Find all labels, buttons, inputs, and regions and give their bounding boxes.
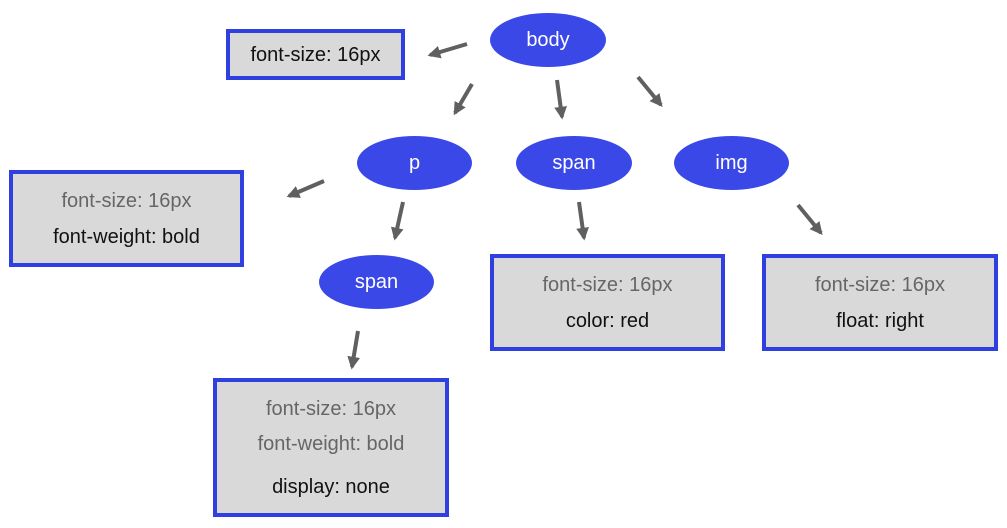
style-line: color: red xyxy=(565,309,650,332)
node-img: img xyxy=(674,136,789,190)
node-child-span: span xyxy=(319,255,434,309)
style-box-img: font-size: 16px float: right xyxy=(762,254,998,351)
inherited-style-line: font-size: 16px xyxy=(61,189,192,212)
arrow-body-to-span xyxy=(554,79,567,120)
style-line: font-size: 16px xyxy=(250,43,381,66)
style-line: font-weight: bold xyxy=(53,225,200,248)
style-box-p: font-size: 16px font-weight: bold xyxy=(9,170,244,267)
style-box-child-span: font-size: 16px font-weight: bold displa… xyxy=(213,378,449,517)
arrow-child-span-to-style xyxy=(347,330,360,370)
arrow-img-to-style xyxy=(796,203,823,235)
arrow-body-to-img xyxy=(636,75,663,107)
inherited-style-line: font-size: 16px xyxy=(814,273,946,296)
node-p: p xyxy=(357,136,472,190)
arrow-p-to-span xyxy=(390,201,405,241)
style-box-body: font-size: 16px xyxy=(226,29,405,80)
inherited-style-line: font-size: 16px xyxy=(265,397,397,420)
arrow-body-to-style xyxy=(427,42,468,59)
node-body: body xyxy=(490,13,606,67)
inherited-style-line: font-weight: bold xyxy=(257,432,405,455)
style-box-span: font-size: 16px color: red xyxy=(490,254,725,351)
inherited-style-line: font-size: 16px xyxy=(542,273,673,296)
arrow-body-to-p xyxy=(453,82,474,116)
arrow-span-to-style xyxy=(576,201,589,241)
node-span: span xyxy=(516,136,632,190)
arrow-p-to-style xyxy=(286,179,325,198)
style-line: float: right xyxy=(836,309,924,332)
style-line: display: none xyxy=(272,475,390,498)
